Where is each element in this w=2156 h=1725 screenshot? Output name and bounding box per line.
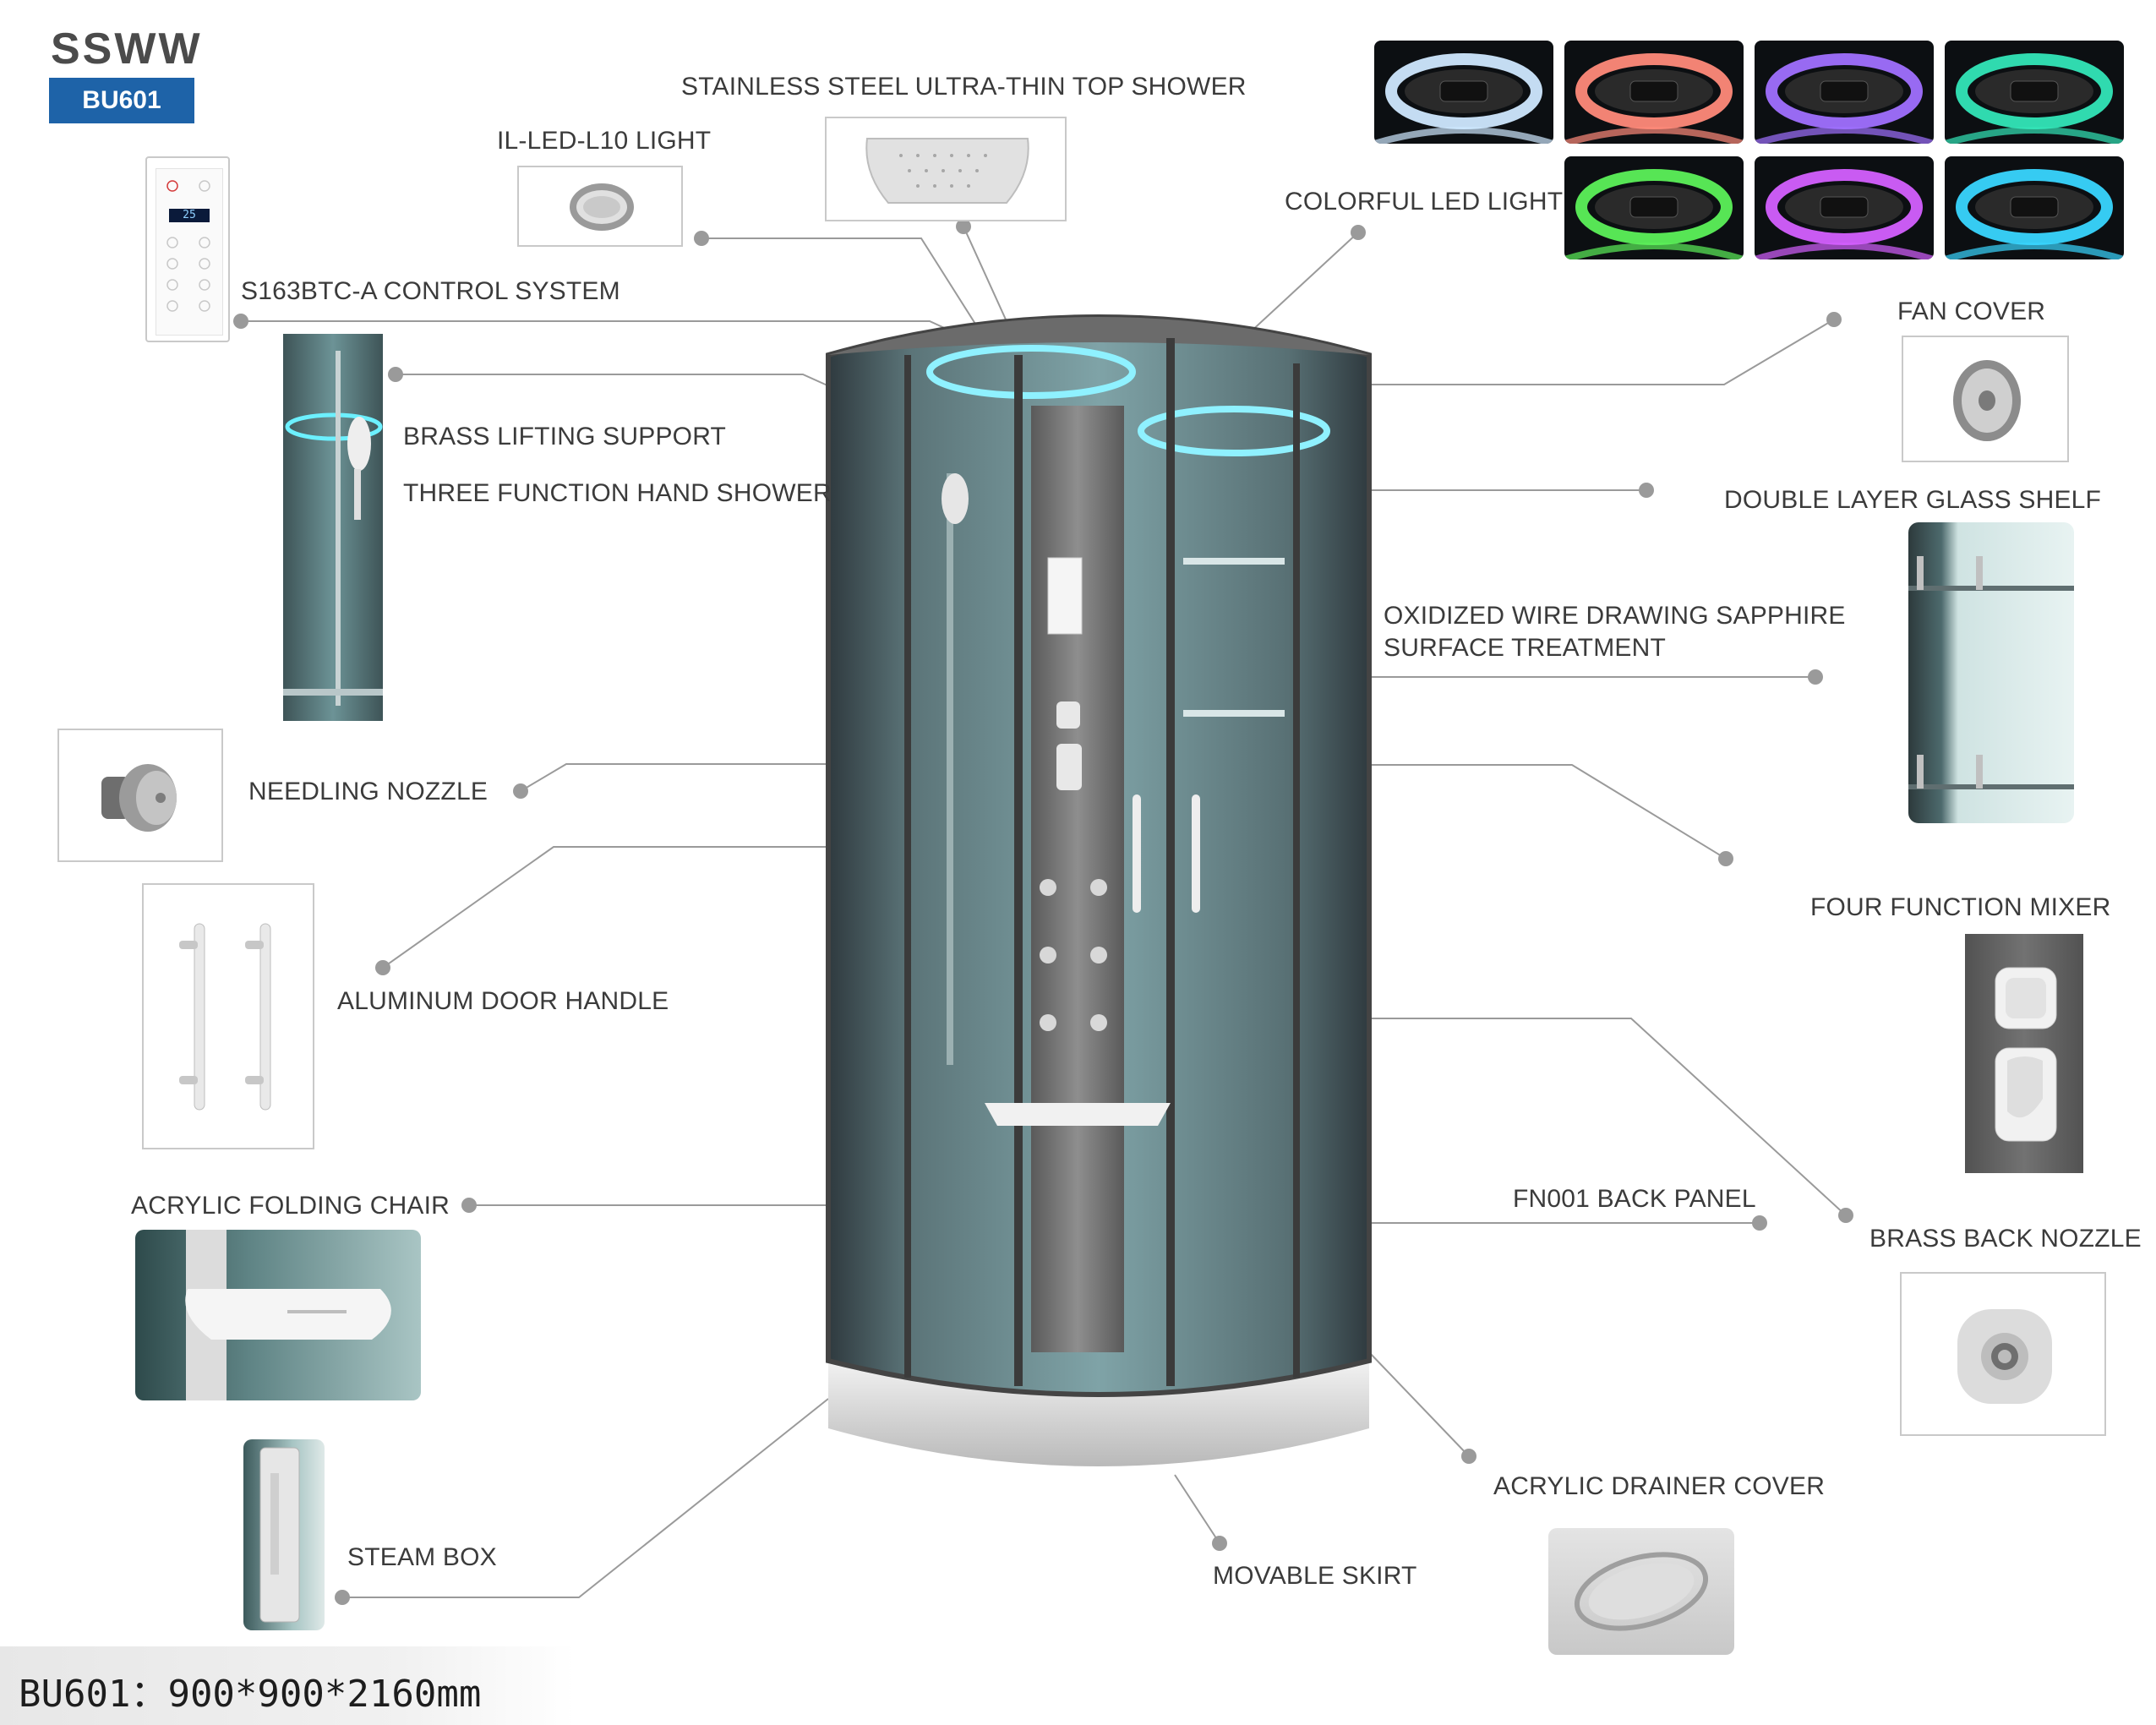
label-steam-box: STEAM BOX bbox=[347, 1543, 497, 1571]
label-top-shower: STAINLESS STEEL ULTRA-THIN TOP SHOWER bbox=[681, 73, 1247, 101]
led-color-gallery bbox=[1374, 41, 2126, 262]
steam-box-icon bbox=[259, 1447, 300, 1623]
label-glass-shelf: DOUBLE LAYER GLASS SHELF bbox=[1724, 486, 2102, 514]
led-tile-4 bbox=[1945, 41, 2124, 144]
hand-shower-icon bbox=[283, 351, 383, 706]
led-glow-icon bbox=[1755, 169, 1934, 259]
control-panel-image: 25 bbox=[145, 156, 230, 342]
label-fan-cover: FAN COVER bbox=[1897, 298, 2046, 325]
steam-box-image bbox=[243, 1439, 325, 1630]
fan-cover-image bbox=[1902, 336, 2069, 462]
back-nozzle-image bbox=[1900, 1272, 2106, 1436]
led-glow-icon bbox=[1374, 53, 1553, 144]
footer-dimensions: BU601：900*900*2160mm bbox=[19, 1673, 482, 1716]
control-buttons-icon bbox=[166, 180, 210, 312]
model-badge: BU601 bbox=[49, 78, 194, 123]
nozzle-icon bbox=[101, 764, 177, 832]
label-back-panel: FN001 BACK PANEL bbox=[1513, 1185, 1756, 1213]
fan-vent-icon bbox=[1953, 360, 2021, 441]
label-sapphire-line1: OXIDIZED WIRE DRAWING SAPPHIRE bbox=[1384, 602, 1846, 630]
chair-seat-icon bbox=[185, 1230, 391, 1400]
led-tile-2 bbox=[1564, 41, 1744, 144]
led-tile-1 bbox=[1374, 41, 1553, 144]
drain-icon bbox=[1574, 1552, 1709, 1631]
led-light-image bbox=[517, 166, 683, 247]
led-glow-icon bbox=[1564, 169, 1744, 259]
label-needling-nozzle: NEEDLING NOZZLE bbox=[248, 778, 489, 805]
led-tile-3 bbox=[1755, 41, 1934, 144]
handle-bar-icon bbox=[179, 923, 271, 1111]
label-drainer-cover: ACRYLIC DRAINER COVER bbox=[1493, 1472, 1826, 1500]
needling-nozzle-image bbox=[57, 729, 223, 862]
label-door-handle: ALUMINUM DOOR HANDLE bbox=[337, 987, 669, 1015]
label-movable-skirt: MOVABLE SKIRT bbox=[1213, 1562, 1417, 1590]
label-sapphire-line2: SURFACE TREATMENT bbox=[1384, 634, 1666, 662]
led-tile-5 bbox=[1564, 156, 1744, 259]
footer-band bbox=[0, 1646, 575, 1725]
label-control-system: S163BTC-A CONTROL SYSTEM bbox=[241, 277, 620, 305]
folding-chair-image bbox=[135, 1230, 421, 1400]
back-nozzle-icon bbox=[1957, 1309, 2052, 1404]
door-handle-image bbox=[142, 883, 314, 1149]
led-ring-icon bbox=[570, 183, 634, 231]
label-hand-shower: THREE FUNCTION HAND SHOWER bbox=[403, 479, 832, 507]
led-glow-icon bbox=[1755, 53, 1934, 144]
top-shower-image bbox=[825, 117, 1067, 221]
rain-shower-head-icon bbox=[865, 138, 1029, 204]
led-tile-6 bbox=[1755, 156, 1934, 259]
shower-cabin-image bbox=[826, 314, 1372, 1466]
lifting-support-image bbox=[283, 334, 383, 721]
led-tile-7 bbox=[1945, 156, 2124, 259]
label-lifting-support: BRASS LIFTING SUPPORT bbox=[403, 423, 727, 450]
shelf-icon bbox=[1908, 556, 2074, 789]
brand-logo: SSWW bbox=[51, 25, 203, 74]
label-four-function-mixer: FOUR FUNCTION MIXER bbox=[1810, 893, 2111, 921]
led-glow-icon bbox=[1564, 53, 1744, 144]
mixer-image bbox=[1965, 934, 2083, 1173]
label-folding-chair: ACRYLIC FOLDING CHAIR bbox=[131, 1192, 450, 1220]
mixer-knob-icon bbox=[1995, 967, 2057, 1142]
label-colorful-led: COLORFUL LED LIGHT bbox=[1285, 188, 1564, 216]
glass-shelf-image bbox=[1908, 522, 2074, 823]
control-display: 25 bbox=[169, 209, 210, 222]
led-glow-icon bbox=[1945, 169, 2124, 259]
led-glow-icon bbox=[1945, 53, 2124, 144]
drainer-cover-image bbox=[1548, 1528, 1734, 1655]
label-led-light: IL-LED-L10 LIGHT bbox=[497, 127, 712, 155]
label-back-nozzle: BRASS BACK NOZZLE bbox=[1869, 1225, 2142, 1253]
